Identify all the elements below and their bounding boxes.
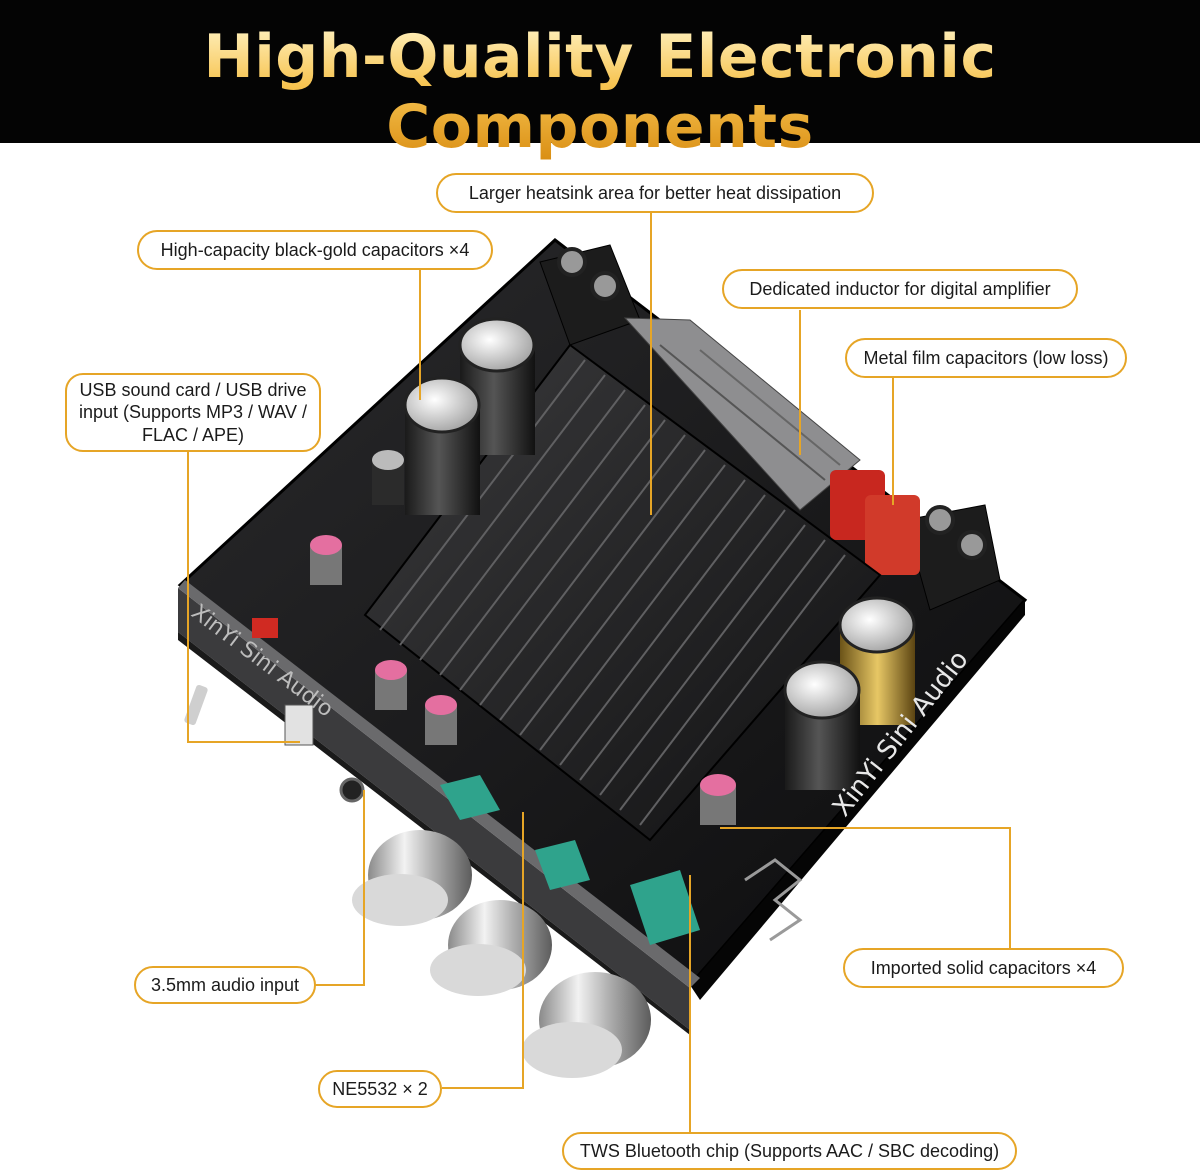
callout-metal-film-capacitors: Metal film capacitors (low loss) <box>845 338 1127 378</box>
speaker-terminal-right <box>904 504 1001 611</box>
solid-capacitor <box>700 774 736 825</box>
black-gold-capacitor <box>783 660 861 790</box>
callout-audio-input: 3.5mm audio input <box>134 966 316 1004</box>
bass-knob <box>430 900 552 996</box>
treble-knob <box>522 972 651 1078</box>
callout-black-gold-capacitors: High-capacity black-gold capacitors ×4 <box>137 230 493 270</box>
page-title: High-Quality Electronic Components <box>0 22 1200 162</box>
leader-lines <box>187 212 1011 1135</box>
solid-capacitor <box>310 535 342 585</box>
inductor-block <box>623 317 861 511</box>
callout-inductor: Dedicated inductor for digital amplifier <box>722 269 1078 309</box>
callout-opamp: NE5532 × 2 <box>318 1070 442 1108</box>
callout-solid-capacitors: Imported solid capacitors ×4 <box>843 948 1124 988</box>
potentiometer-body <box>440 775 500 820</box>
audio-jack <box>339 777 365 803</box>
potentiometer-body <box>535 840 590 890</box>
callout-usb-input: USB sound card / USB drive input (Suppor… <box>65 373 321 452</box>
potentiometer-body <box>630 870 700 945</box>
volume-knob <box>352 830 472 926</box>
callout-heatsink: Larger heatsink area for better heat dis… <box>436 173 874 213</box>
solid-capacitor <box>372 450 404 505</box>
red-relay <box>252 618 278 638</box>
usb-port <box>284 704 314 746</box>
power-switch <box>184 684 208 726</box>
black-gold-capacitor <box>403 376 481 515</box>
heatsink <box>363 343 882 842</box>
speaker-terminal-top <box>539 244 641 346</box>
callout-bluetooth-chip: TWS Bluetooth chip (Supports AAC / SBC d… <box>562 1132 1017 1170</box>
solid-capacitor <box>375 660 407 710</box>
header-banner <box>0 0 1200 143</box>
metal-film-capacitor <box>865 495 920 575</box>
bluetooth-antenna <box>744 858 803 942</box>
solid-capacitor <box>425 695 457 745</box>
